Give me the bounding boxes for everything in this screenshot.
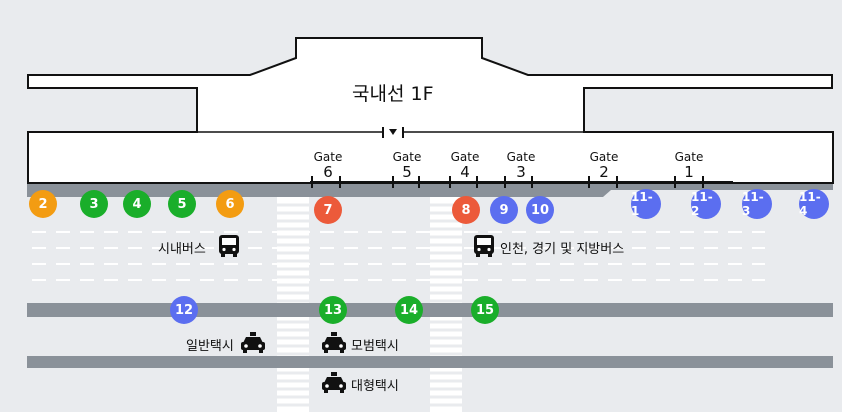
- gate-1-number: 1: [684, 163, 694, 181]
- stop-7[interactable]: 7: [314, 196, 342, 224]
- stop-6[interactable]: 6: [216, 190, 244, 218]
- gate-4-word: Gate: [450, 150, 480, 164]
- lane-markings: [32, 231, 765, 281]
- bus-icon: [219, 235, 239, 257]
- bus-icon: [474, 235, 494, 257]
- gate-6-word: Gate: [313, 150, 343, 164]
- stop-9[interactable]: 9: [490, 196, 518, 224]
- gate-3-word: Gate: [506, 150, 536, 164]
- stop-11-1[interactable]: 11-1: [631, 189, 661, 219]
- regional-bus-label: 인천, 경기 및 지방버스: [500, 242, 625, 257]
- taxi-icon: [241, 332, 265, 353]
- gate-line: [310, 176, 733, 188]
- gate-3-number: 3: [516, 163, 526, 181]
- stop-4[interactable]: 4: [123, 190, 151, 218]
- stop-14[interactable]: 14: [395, 296, 423, 324]
- median-upper: [27, 303, 833, 317]
- stop-12[interactable]: 12: [170, 296, 198, 324]
- stop-10[interactable]: 10: [526, 196, 554, 224]
- crosswalk-stripes: [277, 203, 462, 407]
- terminal-title: 국내선 1F: [352, 83, 434, 105]
- gate-2-number: 2: [599, 163, 609, 181]
- taxi-icon: [322, 332, 346, 353]
- deluxe-taxi-label: 모범택시: [351, 339, 399, 354]
- entrance-arrow-icon: [389, 129, 397, 135]
- gate-6-number: 6: [323, 163, 333, 181]
- stop-13[interactable]: 13: [319, 296, 347, 324]
- stop-11-3[interactable]: 11-3: [742, 189, 772, 219]
- stop-11-2[interactable]: 11-2: [691, 189, 721, 219]
- gate-1-word: Gate: [674, 150, 704, 164]
- city-bus-label: 시내버스: [158, 242, 206, 257]
- stop-15[interactable]: 15: [471, 296, 499, 324]
- stop-5[interactable]: 5: [168, 190, 196, 218]
- large-taxi-label: 대형택시: [351, 379, 399, 394]
- gate-5-number: 5: [402, 163, 412, 181]
- terminal-building: [27, 37, 834, 184]
- stop-2[interactable]: 2: [29, 190, 57, 218]
- stop-11-4[interactable]: 11-4: [799, 189, 829, 219]
- taxi-icon: [322, 372, 346, 393]
- gate-4-number: 4: [460, 163, 470, 181]
- stop-3[interactable]: 3: [80, 190, 108, 218]
- gate-5-word: Gate: [392, 150, 422, 164]
- regular-taxi-label: 일반택시: [186, 339, 234, 354]
- gate-2-word: Gate: [589, 150, 619, 164]
- stop-8[interactable]: 8: [452, 196, 480, 224]
- median-lower: [27, 356, 833, 368]
